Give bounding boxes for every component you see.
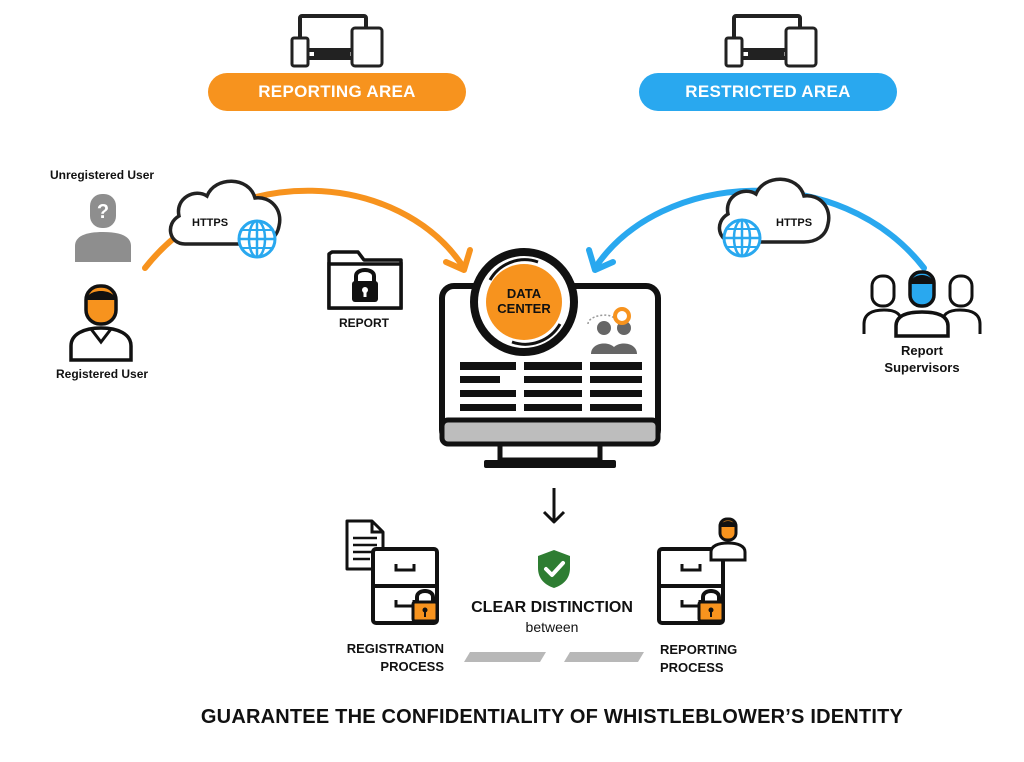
supervisors-label-line2: Supervisors	[884, 360, 960, 375]
user-unknown-icon: ?	[75, 194, 131, 262]
arrow-down-icon	[542, 488, 566, 524]
unregistered-user-label: Unregistered User	[50, 168, 155, 182]
padlock-icon	[411, 589, 439, 623]
restricted-arrowhead	[586, 247, 616, 273]
https-label-left: HTTPS	[192, 217, 229, 229]
restricted-area-badge: RESTRICTED AREA	[639, 73, 897, 111]
user-small-icon	[709, 517, 747, 562]
user-icon	[69, 284, 133, 362]
devices-icon	[724, 14, 818, 68]
reporting-process-label-line2: PROCESS	[660, 660, 724, 675]
data-center-line1: DATA	[507, 286, 542, 301]
right-gray-bar	[564, 652, 644, 662]
data-center-line2: CENTER	[497, 301, 551, 316]
supervisors-label-line1: Report	[901, 343, 943, 358]
reporting-arrowhead	[443, 247, 473, 273]
shield-check-icon	[538, 550, 570, 588]
reporting-area-badge: REPORTING AREA	[208, 73, 466, 111]
reporting-process-label-line1: REPORTING	[660, 642, 738, 657]
registration-label-line2: PROCESS	[380, 659, 444, 674]
folder-lock-icon	[327, 250, 403, 310]
users-group-icon	[862, 270, 982, 338]
globe-icon	[722, 218, 762, 258]
distinction-subtitle: between	[525, 619, 579, 635]
registration-label-line1: REGISTRATION	[346, 641, 444, 656]
distinction-title: CLEAR DISTINCTION	[471, 599, 633, 616]
https-label-right: HTTPS	[776, 217, 813, 229]
registered-user-label: Registered User	[56, 367, 149, 381]
globe-icon	[237, 219, 277, 259]
devices-icon	[290, 14, 384, 68]
unknown-mark: ?	[97, 201, 109, 223]
magnifier-icon: DATA CENTER	[470, 248, 578, 356]
left-gray-bar	[464, 652, 546, 662]
footer-headline: GUARANTEE THE CONFIDENTIALITY OF WHISTLE…	[200, 706, 904, 728]
padlock-icon	[697, 589, 725, 623]
report-label: REPORT	[339, 316, 390, 330]
